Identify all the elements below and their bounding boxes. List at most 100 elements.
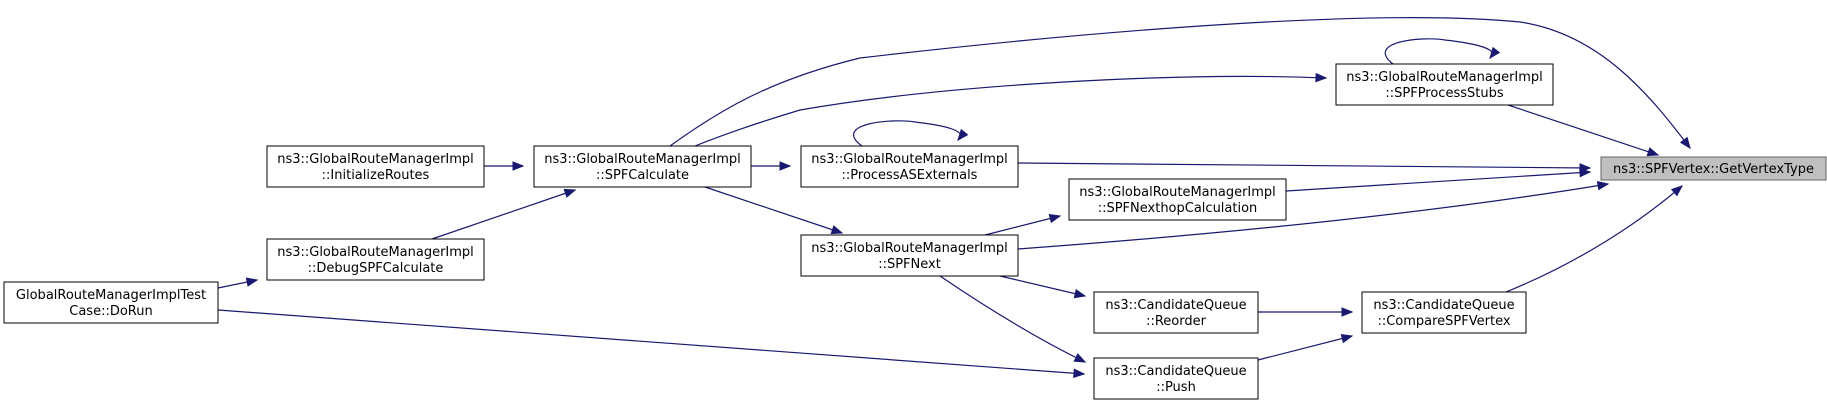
node-box <box>3 281 219 324</box>
node-label: ::SPFCalculate <box>596 168 689 183</box>
node-label: ns3::SPFVertex::GetVertexType <box>1613 162 1814 177</box>
node-label: ::Push <box>1156 380 1196 395</box>
node-box <box>266 238 485 281</box>
edge-spf_calculate-to-get_vertex_type <box>669 17 1691 150</box>
node-box <box>800 234 1019 277</box>
edge-line <box>1504 103 1659 156</box>
arrowhead-icon <box>1596 181 1610 191</box>
edge-line <box>999 275 1086 297</box>
node-candidate-queue-push[interactable]: ns3::CandidateQueue::Push <box>1093 357 1259 400</box>
node-label: ns3::CandidateQueue <box>1373 298 1514 313</box>
edge-line <box>694 75 1327 147</box>
node-label: ns3::GlobalRouteManagerImpl <box>277 245 474 260</box>
edge-spf_nexthop_calculation-to-get_vertex_type <box>1285 167 1592 192</box>
arrowhead-icon <box>1579 167 1592 178</box>
edge-line <box>939 275 1086 363</box>
node-label: ns3::GlobalRouteManagerImpl <box>811 152 1008 167</box>
node-spf-process-stubs[interactable]: ns3::GlobalRouteManagerImpl::SPFProcessS… <box>1335 63 1554 106</box>
edge-process_as_externals-to-process_as_externals <box>853 120 969 147</box>
edge-line <box>1384 38 1493 65</box>
node-label: ::InitializeRoutes <box>322 168 430 183</box>
node-spf-nexthop-calculation[interactable]: ns3::GlobalRouteManagerImpl::SPFNexthopC… <box>1068 178 1287 221</box>
node-box <box>533 145 752 188</box>
node-debug-spf-calculate[interactable]: ns3::GlobalRouteManagerImpl::DebugSPFCal… <box>266 238 485 281</box>
edge-test_case_do_run-to-debug_spf_calculate <box>217 277 259 289</box>
edge-line <box>704 186 843 234</box>
edge-line <box>669 17 1691 149</box>
node-box <box>1093 291 1259 334</box>
node-box <box>800 145 1019 188</box>
node-spf-calculate[interactable]: ns3::GlobalRouteManagerImpl::SPFCalculat… <box>533 145 752 188</box>
arrowhead-icon <box>512 161 525 171</box>
node-box <box>266 145 485 188</box>
edge-spf_calculate-to-spf_process_stubs <box>694 72 1328 147</box>
arrowhead-icon <box>779 161 792 171</box>
node-box <box>1361 291 1527 334</box>
node-box <box>1335 63 1554 106</box>
edge-candidate_queue_reorder-to-compare_spf_vertex <box>1258 307 1354 317</box>
arrowhead-icon <box>1315 72 1328 83</box>
node-spf-next[interactable]: ns3::GlobalRouteManagerImpl::SPFNext <box>800 234 1019 277</box>
edge-line <box>1285 171 1591 192</box>
node-label: Case::DoRun <box>69 304 152 319</box>
edge-spf_next-to-spf_nexthop_calculation <box>984 213 1062 236</box>
node-label: ns3::GlobalRouteManagerImpl <box>1079 185 1276 200</box>
nodes-layer: ns3::SPFVertex::GetVertexTypens3::Global… <box>3 63 1827 400</box>
edge-line <box>1017 183 1609 250</box>
edge-line <box>1505 185 1683 293</box>
edge-candidate_queue_push-to-compare_spf_vertex <box>1257 334 1354 361</box>
edge-spf_calculate-to-spf_next <box>704 186 844 235</box>
arrowhead-icon <box>1670 185 1684 197</box>
edge-spf_next-to-candidate_queue_reorder <box>999 275 1087 299</box>
arrowhead-icon <box>1489 46 1501 60</box>
node-label: ns3::GlobalRouteManagerImpl <box>544 152 741 167</box>
node-compare-spf-vertex[interactable]: ns3::CandidateQueue::CompareSPFVertex <box>1361 291 1527 334</box>
edge-spf_calculate-to-process_as_externals <box>751 161 792 171</box>
edges-layer <box>217 17 1691 378</box>
node-label: ns3::GlobalRouteManagerImpl <box>811 241 1008 256</box>
edge-process_as_externals-to-get_vertex_type <box>1017 162 1592 173</box>
node-get-vertex-type[interactable]: ns3::SPFVertex::GetVertexType <box>1600 156 1827 181</box>
node-box <box>1093 357 1259 400</box>
edge-line <box>1017 162 1591 169</box>
edge-spf_next-to-get_vertex_type <box>1017 181 1610 250</box>
edge-debug_spf_calculate-to-spf_calculate <box>431 188 577 240</box>
arrowhead-icon <box>1679 136 1691 150</box>
node-box <box>1068 178 1287 221</box>
node-label: ::CompareSPFVertex <box>1377 314 1510 329</box>
node-process-as-externals[interactable]: ns3::GlobalRouteManagerImpl::ProcessASEx… <box>800 145 1019 188</box>
arrowhead-icon <box>830 225 844 235</box>
node-label: ns3::CandidateQueue <box>1105 298 1246 313</box>
edge-initialize_routes-to-spf_calculate <box>484 161 525 171</box>
edge-test_case_do_run-to-candidate_queue_push <box>217 309 1086 378</box>
edge-line <box>1257 335 1353 361</box>
node-label: ::SPFNexthopCalculation <box>1098 201 1258 216</box>
node-box <box>1600 156 1827 181</box>
node-label: ns3::CandidateQueue <box>1105 364 1246 379</box>
arrowhead-icon <box>1340 334 1354 344</box>
edge-line <box>431 189 576 240</box>
edge-line <box>984 215 1061 236</box>
node-label: ::SPFNext <box>878 257 941 272</box>
edge-line <box>853 120 962 147</box>
node-label: ::ProcessASExternals <box>842 168 978 183</box>
node-label: ::Reorder <box>1146 314 1207 329</box>
node-initialize-routes[interactable]: ns3::GlobalRouteManagerImpl::InitializeR… <box>266 145 485 188</box>
edge-spf_process_stubs-to-get_vertex_type <box>1504 103 1660 157</box>
arrowhead-icon <box>563 188 577 198</box>
arrowhead-icon <box>1073 368 1086 378</box>
arrowhead-icon <box>1073 353 1087 363</box>
node-label: ns3::GlobalRouteManagerImpl <box>1346 70 1543 85</box>
arrowhead-icon <box>1048 213 1062 224</box>
arrowhead-icon <box>957 128 969 142</box>
node-candidate-queue-reorder[interactable]: ns3::CandidateQueue::Reorder <box>1093 291 1259 334</box>
edge-spf_next-to-candidate_queue_push <box>939 275 1087 363</box>
arrowhead-icon <box>245 277 259 287</box>
node-label: ns3::GlobalRouteManagerImpl <box>277 152 474 167</box>
arrowhead-icon <box>1646 147 1660 157</box>
edge-spf_process_stubs-to-spf_process_stubs <box>1384 38 1501 65</box>
node-label: ::SPFProcessStubs <box>1385 86 1503 101</box>
node-label: GlobalRouteManagerImplTest <box>16 288 206 303</box>
